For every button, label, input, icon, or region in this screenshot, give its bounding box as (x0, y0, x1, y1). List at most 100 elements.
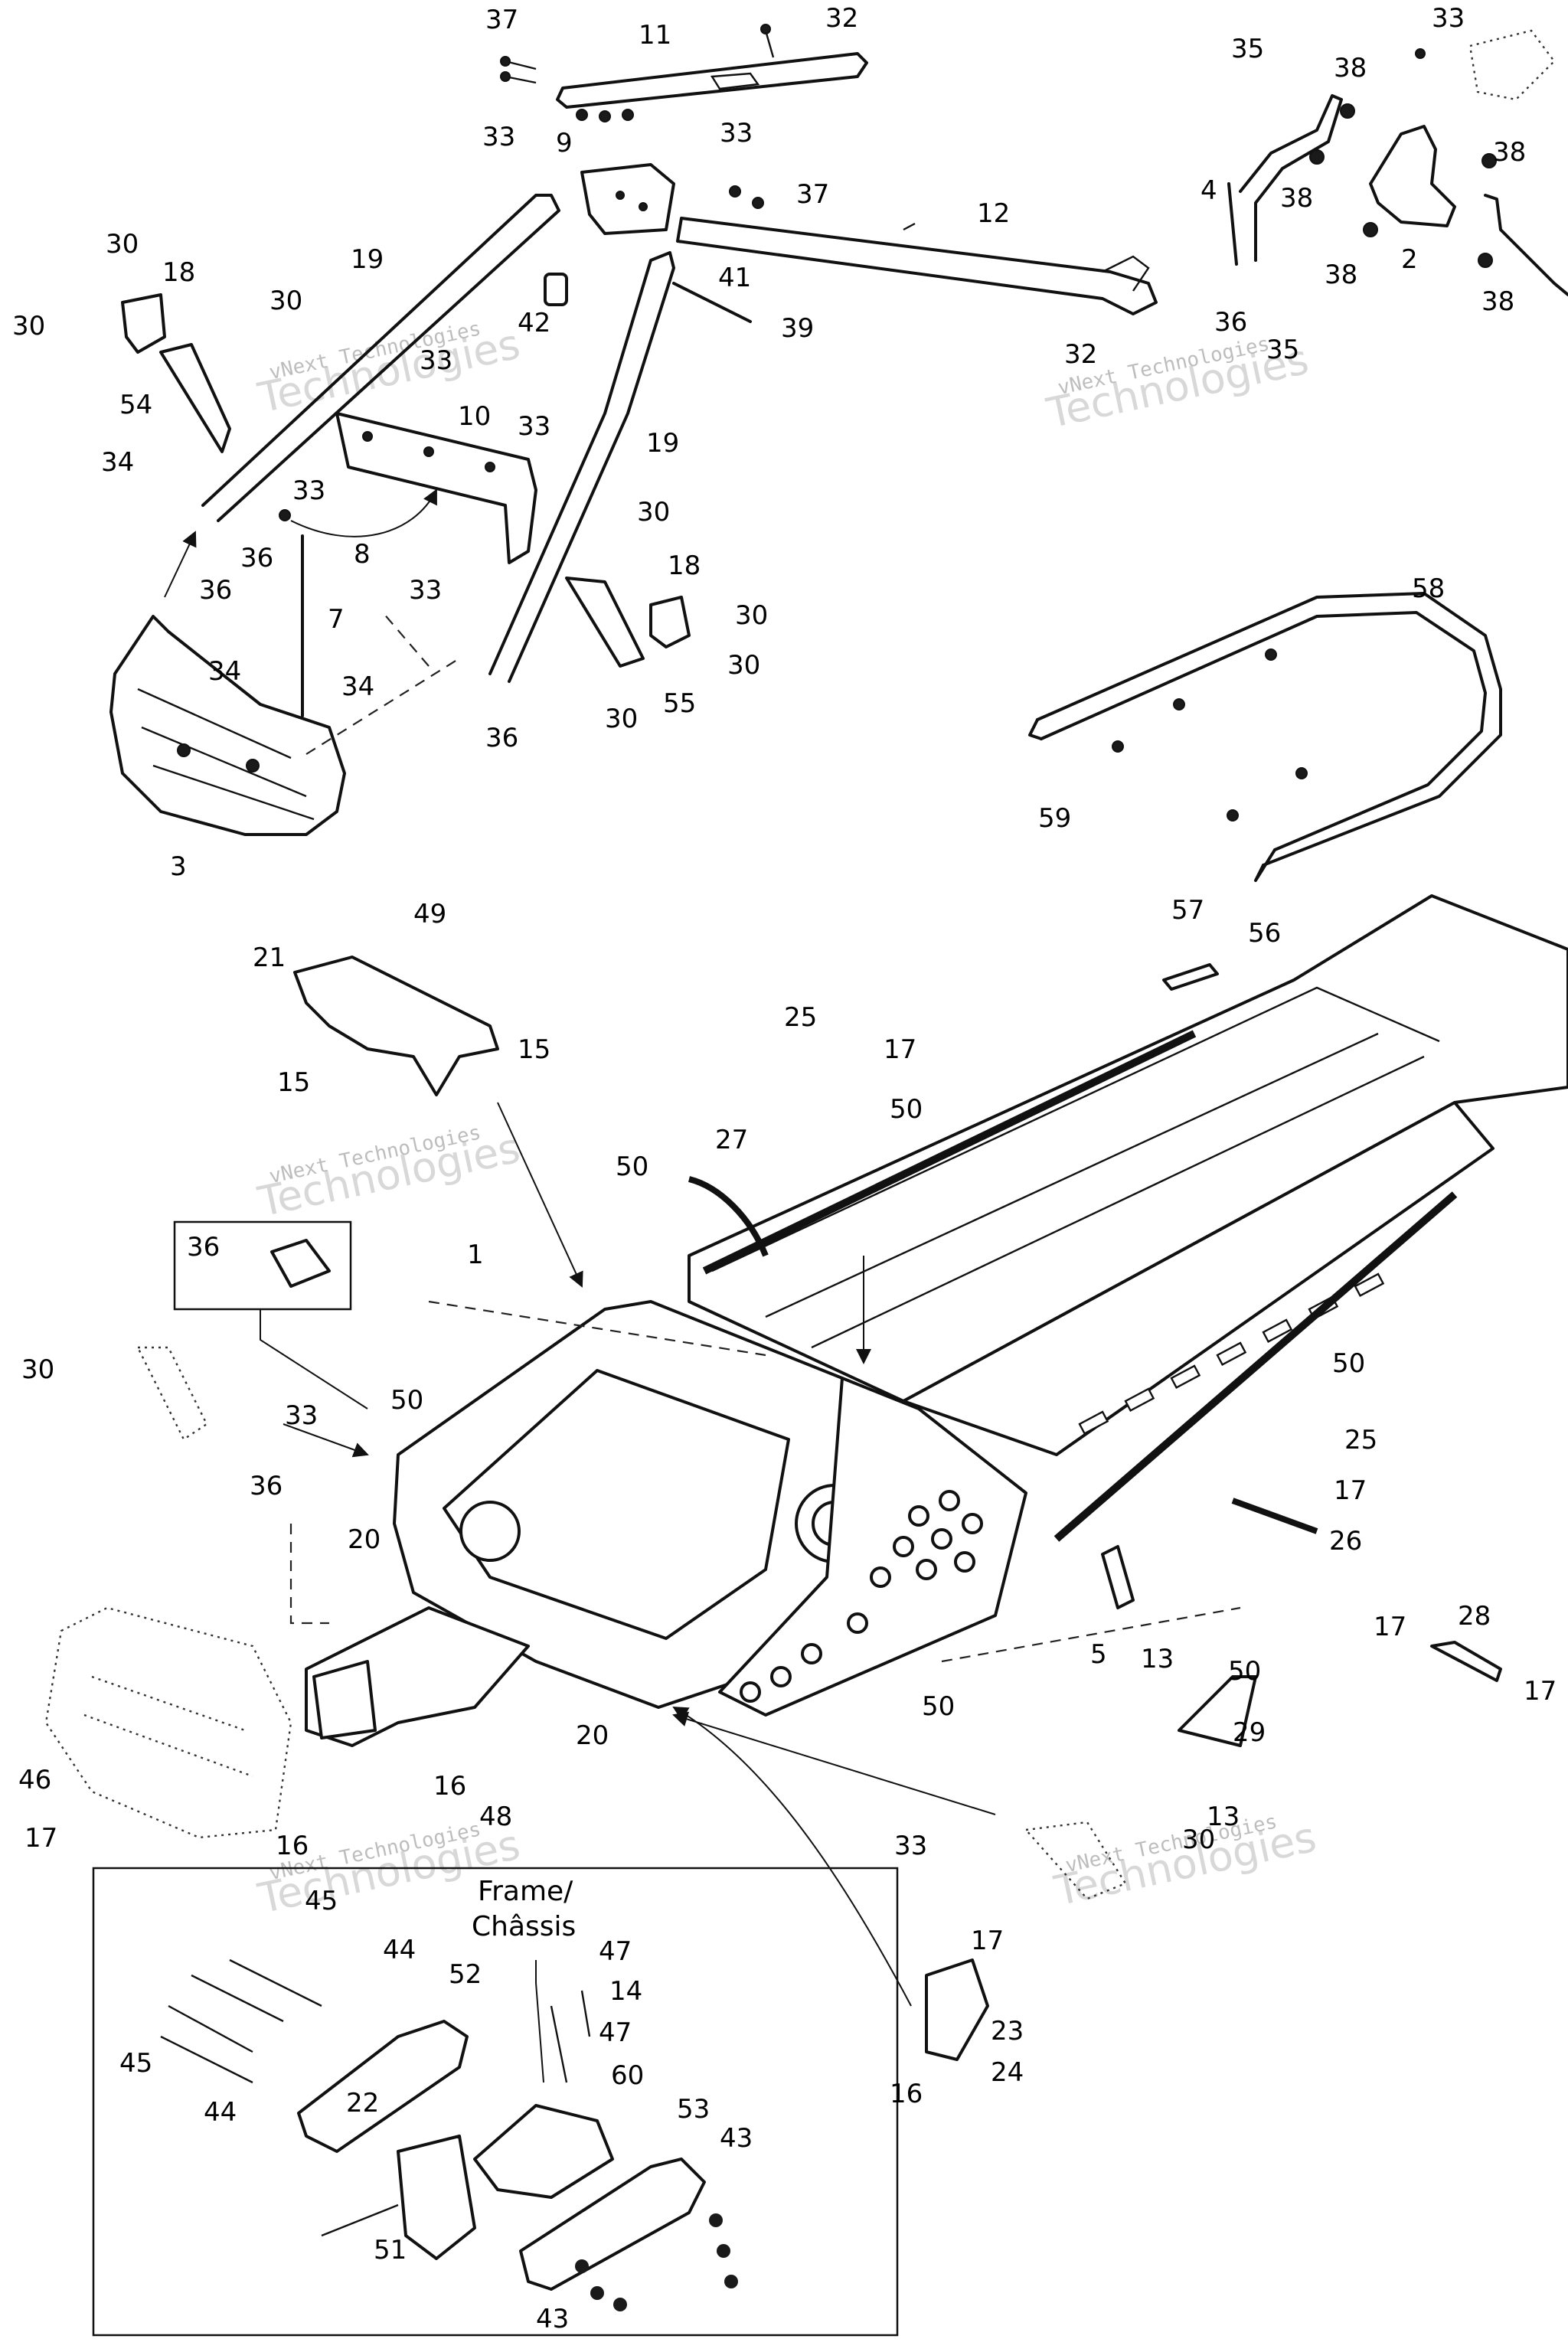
callout: 10 (458, 401, 491, 432)
callout: 20 (348, 1524, 381, 1555)
bracket-51 (397, 2135, 476, 2260)
callout: 53 (677, 2094, 710, 2125)
callout: 1 (467, 1240, 484, 1270)
inset-frame-detail: Frame/ Châssis (92, 1867, 899, 2337)
callout: 3 (170, 851, 187, 882)
callout: 36 (199, 575, 232, 606)
callout: 37 (485, 5, 518, 35)
callout: 36 (1214, 307, 1247, 338)
callout: 45 (119, 2048, 152, 2079)
inset-box (92, 1867, 899, 2337)
callout: 13 (1141, 1644, 1174, 1674)
callout: 46 (18, 1765, 51, 1795)
callout: 24 (991, 2057, 1024, 2088)
callout: 5 (1090, 1639, 1107, 1670)
callout: 17 (884, 1034, 916, 1065)
callout: 25 (1344, 1425, 1377, 1455)
callout: 44 (383, 1935, 416, 1965)
callout: 30 (12, 311, 45, 341)
detail-box-36 (173, 1220, 352, 1311)
callout: 35 (1231, 34, 1264, 64)
callout: 17 (1374, 1612, 1406, 1642)
callout: 43 (720, 2123, 753, 2154)
callout: 34 (101, 447, 134, 478)
callout: 38 (1280, 183, 1313, 214)
callout: 15 (277, 1067, 310, 1098)
callout: 23 (991, 2016, 1024, 2047)
callout: 44 (204, 2097, 237, 2128)
callout: 42 (518, 308, 550, 338)
callout: 19 (351, 244, 384, 275)
callout: 15 (518, 1034, 550, 1065)
callout: 38 (1481, 286, 1514, 317)
callout: 8 (354, 539, 371, 570)
callout: 30 (1182, 1824, 1215, 1855)
callout: 17 (1334, 1475, 1367, 1506)
bracket-60 (473, 2104, 614, 2199)
callout: 22 (346, 2088, 379, 2118)
callout: 30 (106, 229, 139, 260)
callout: 43 (536, 2304, 569, 2334)
callout: 7 (328, 604, 345, 635)
callout-labels: 37 11 32 33 9 33 37 12 30 18 19 30 30 42… (12, 3, 1557, 2334)
bracket-4 (1239, 94, 1343, 262)
callout: 32 (825, 3, 858, 34)
callout: 12 (977, 198, 1010, 229)
callout: 51 (374, 2235, 407, 2265)
callout: 18 (162, 257, 195, 288)
callout: 9 (556, 128, 573, 158)
callout: 33 (292, 475, 325, 506)
callout: 30 (605, 704, 638, 734)
callout: 26 (1329, 1526, 1362, 1557)
callout: 41 (718, 263, 751, 293)
callout: 2 (1401, 244, 1418, 275)
bracket-21 (293, 956, 499, 1096)
callout: 59 (1038, 803, 1071, 834)
callout: 30 (727, 650, 760, 681)
callout: 17 (1524, 1676, 1557, 1707)
callout: 58 (1412, 573, 1445, 604)
callout: 47 (599, 1936, 632, 1967)
callout: 16 (276, 1831, 309, 1861)
bar-12 (676, 217, 1158, 315)
callout: 50 (922, 1691, 955, 1722)
callout: 50 (390, 1385, 423, 1416)
callout: 17 (971, 1926, 1004, 1956)
crossbar-10 (335, 412, 537, 564)
callout: 37 (796, 179, 829, 210)
callout: 21 (253, 942, 286, 973)
callout: 54 (119, 390, 152, 420)
rear-bumper-58 (1028, 592, 1502, 882)
callout: 56 (1248, 918, 1281, 949)
callout: 39 (781, 313, 814, 344)
front-bumper-3 (109, 615, 346, 836)
callout: 27 (715, 1125, 748, 1155)
callout: 52 (449, 1959, 482, 1990)
steering-rod-19-left (201, 194, 560, 522)
callout: 33 (1432, 3, 1465, 34)
callout: 11 (639, 20, 671, 51)
callout: 14 (609, 1976, 642, 2007)
callout: 4 (1200, 175, 1217, 206)
callout: 33 (420, 345, 452, 376)
callout: 25 (784, 1002, 817, 1033)
callout: 30 (21, 1354, 54, 1385)
callout: 50 (616, 1152, 648, 1182)
callout: 55 (663, 688, 696, 719)
callout: 48 (479, 1802, 512, 1832)
callout: 36 (240, 543, 273, 573)
bracket-9 (580, 163, 675, 235)
callout: 33 (518, 411, 550, 442)
callout: 50 (890, 1094, 923, 1125)
callout: 34 (341, 671, 374, 702)
steering-rod-19-right (488, 251, 675, 683)
callout: 30 (270, 286, 302, 316)
callout: 60 (611, 2060, 644, 2091)
bracket-53 (519, 2158, 706, 2291)
callout: 20 (576, 1720, 609, 1751)
callout: 30 (637, 497, 670, 528)
callout: 13 (1207, 1802, 1240, 1832)
upper-steering-column-support (109, 24, 1158, 836)
inset-title-line1: Frame/ (478, 1876, 573, 1907)
callout: 33 (482, 122, 515, 152)
